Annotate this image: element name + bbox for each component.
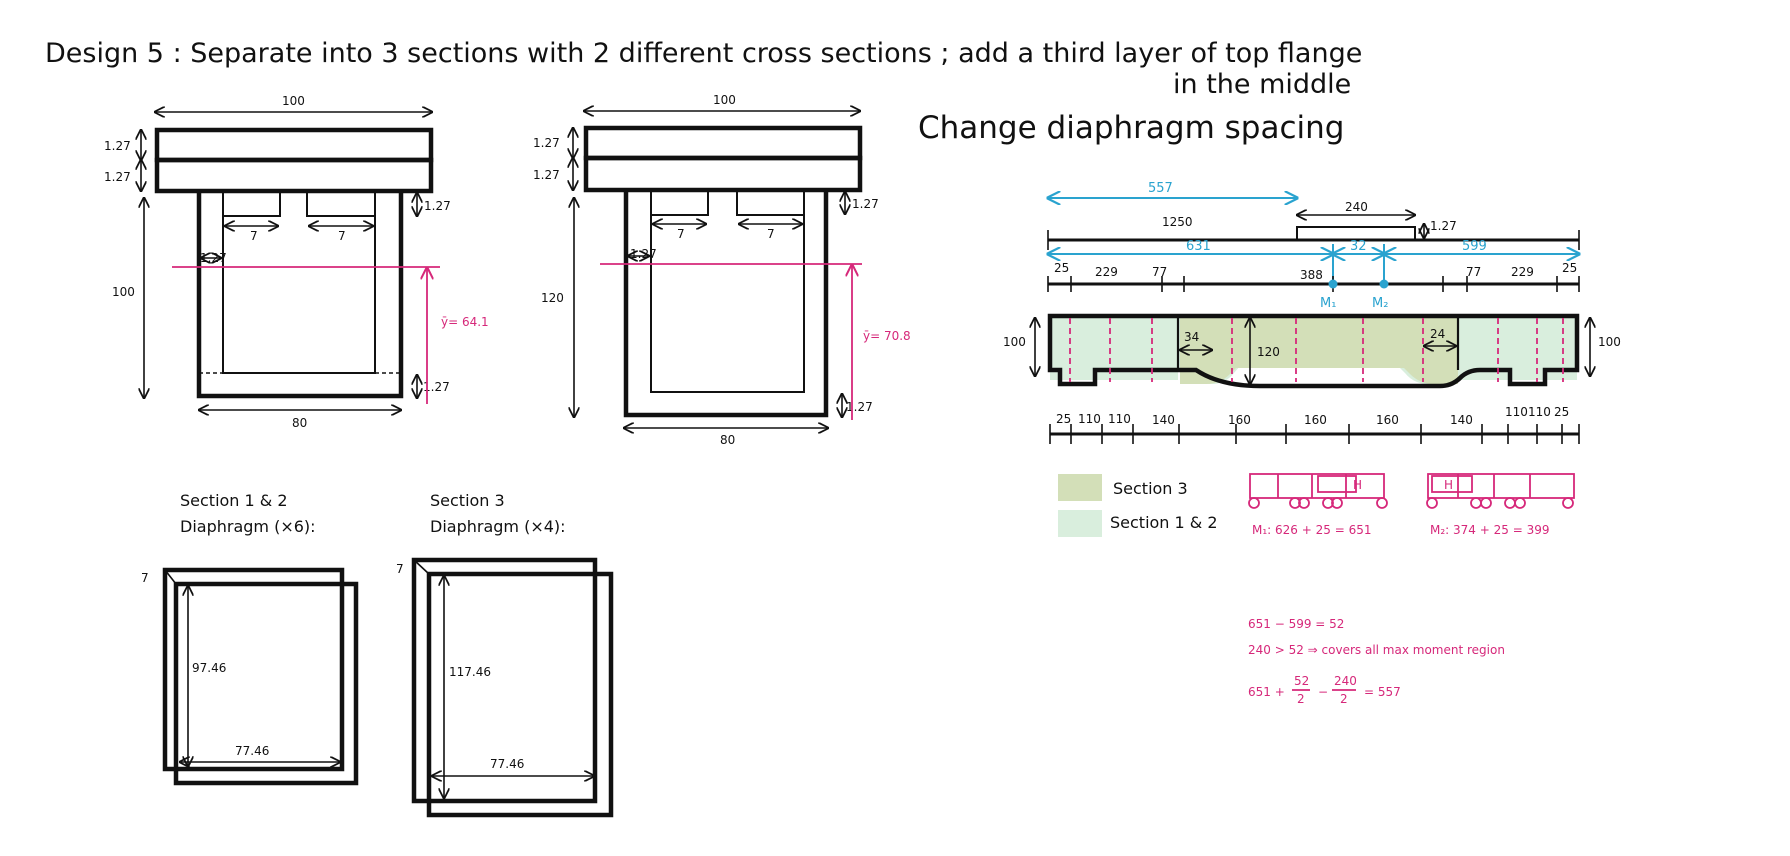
diaphragm-b-height: 117.46 (449, 665, 491, 679)
diaphragm-b-title-2: Diaphragm (×4): (430, 517, 566, 536)
calculations: 651 − 599 = 52 240 > 52 ⇒ covers all max… (1248, 617, 1505, 706)
calc-frac2-den: 2 (1340, 692, 1348, 706)
subtitle: Change diaphragm spacing (918, 110, 1344, 146)
calc-frac1-num: 52 (1294, 674, 1309, 688)
bot-seg-9: 110 (1528, 405, 1551, 419)
bot-seg-1: 110 (1078, 412, 1101, 426)
diaphragm-a: Section 1 & 2 Diaphragm (×6): 7 97.46 77… (141, 491, 359, 786)
sec-b-side-t: 1.27 (852, 197, 879, 211)
bot-seg-0: 25 (1056, 412, 1071, 426)
top-seg-2: 77 (1152, 265, 1167, 279)
load-case-m1: H M₁: 626 + 25 = 651 (1248, 473, 1388, 537)
diaphragm-a-height: 97.46 (192, 661, 226, 675)
sec-b-bottom-t: 1.27 (846, 400, 873, 414)
title-line-2: in the middle (1173, 69, 1351, 100)
load-case-m2: H M₂: 374 + 25 = 399 (1426, 473, 1575, 537)
legend-swatch-section12 (1058, 510, 1102, 537)
legend-section12: Section 1 & 2 (1110, 513, 1218, 532)
diaphragm-a-title-1: Section 1 & 2 (180, 491, 288, 510)
dim-240: 240 (1345, 200, 1368, 214)
dim-557: 557 (1148, 181, 1173, 196)
sec-b-height: 120 (541, 291, 564, 305)
legend-swatch-section3 (1058, 474, 1102, 501)
top-seg-5: 229 (1511, 265, 1534, 279)
diaphragm-b-corner: 7 (396, 562, 404, 576)
sec-b-flange-t2: 1.27 (533, 168, 560, 182)
load-m1-calc: M₁: 626 + 25 = 651 (1252, 523, 1371, 537)
load-m1-h: H (1353, 478, 1362, 492)
calc-frac1-den: 2 (1297, 692, 1305, 706)
sec-a-side-t: 1.27 (424, 199, 451, 213)
title-line-1: Design 5 : Separate into 3 sections with… (45, 38, 1362, 69)
calc-frac2-num: 240 (1334, 674, 1357, 688)
bot-seg-8: 110 (1505, 405, 1528, 419)
sec-a-flange-t2: 1.27 (104, 170, 131, 184)
sec-a-height: 100 (112, 285, 135, 299)
sec-a-tab-left: 7 (250, 229, 258, 243)
load-m2-h: H (1444, 478, 1453, 492)
end-height-left: 100 (1003, 335, 1026, 349)
dim-32: 32 (1350, 239, 1367, 254)
taper-left: 34 (1184, 330, 1199, 344)
bot-seg-10: 25 (1554, 405, 1569, 419)
calc-line-3-a: 651 + (1248, 685, 1285, 699)
top-seg-3: 388 (1300, 268, 1323, 282)
bridge-elevation: 557 1250 240 1.27 631 32 599 25 229 77 3… (1003, 181, 1621, 444)
top-seg-6: 25 (1562, 261, 1577, 275)
diaphragm-b-title-1: Section 3 (430, 491, 505, 510)
sec-b-ybar: ȳ= 70.8 (863, 329, 911, 343)
cross-section-b: 100 1.27 1.27 1.27 7 7 120 1.27 1.27 80 … (533, 93, 911, 447)
diaphragm-a-corner: 7 (141, 571, 149, 585)
sec-a-bottom-t: 1.27 (423, 380, 450, 394)
dim-127: 1.27 (1430, 219, 1457, 233)
bot-seg-6: 160 (1376, 413, 1399, 427)
sec-b-top-width: 100 (713, 93, 736, 107)
bot-seg-2: 110 (1108, 412, 1131, 426)
diaphragm-b-width: 77.46 (490, 757, 524, 771)
sec-a-bottom-width: 80 (292, 416, 307, 430)
calc-line-1: 651 − 599 = 52 (1248, 617, 1344, 631)
sec-a-top-width: 100 (282, 94, 305, 108)
mid-height: 120 (1257, 345, 1280, 359)
bot-seg-4: 160 (1228, 413, 1251, 427)
dim-1250: 1250 (1162, 215, 1193, 229)
dim-599: 599 (1462, 239, 1487, 254)
sec-a-ybar: ȳ= 64.1 (441, 315, 489, 329)
diaphragm-a-title-2: Diaphragm (×6): (180, 517, 316, 536)
sec-b-bottom-width: 80 (720, 433, 735, 447)
load-m2-calc: M₂: 374 + 25 = 399 (1430, 523, 1549, 537)
taper-right: 24 (1430, 327, 1445, 341)
diaphragm-b: Section 3 Diaphragm (×4): 7 117.46 77.46 (396, 491, 614, 818)
top-seg-1: 229 (1095, 265, 1118, 279)
bot-seg-3: 140 (1152, 413, 1175, 427)
sec-a-flange-t1: 1.27 (104, 139, 131, 153)
cross-section-a: 100 1.27 1.27 1.27 7 7 100 1.27 1.27 80 … (104, 94, 489, 430)
sec-b-tab-left: 7 (677, 227, 685, 241)
m2-label: M₂ (1372, 296, 1388, 311)
calc-line-3-b: − (1318, 685, 1328, 699)
bot-seg-7: 140 (1450, 413, 1473, 427)
top-seg-4: 77 (1466, 265, 1481, 279)
dim-631: 631 (1186, 239, 1211, 254)
legend: Section 3 Section 1 & 2 (1058, 474, 1218, 537)
sec-a-web-t: 1.27 (200, 251, 227, 265)
end-height-right: 100 (1598, 335, 1621, 349)
top-seg-0: 25 (1054, 261, 1069, 275)
sec-a-tab-right: 7 (338, 229, 346, 243)
calc-line-2: 240 > 52 ⇒ covers all max moment region (1248, 643, 1505, 657)
diaphragm-a-width: 77.46 (235, 744, 269, 758)
sec-b-tab-right: 7 (767, 227, 775, 241)
bot-seg-5: 160 (1304, 413, 1327, 427)
legend-section3: Section 3 (1113, 479, 1188, 498)
sec-b-flange-t1: 1.27 (533, 136, 560, 150)
m1-label: M₁ (1320, 296, 1336, 311)
calc-line-3-c: = 557 (1364, 685, 1401, 699)
sec-b-web-t: 1.27 (630, 247, 657, 261)
